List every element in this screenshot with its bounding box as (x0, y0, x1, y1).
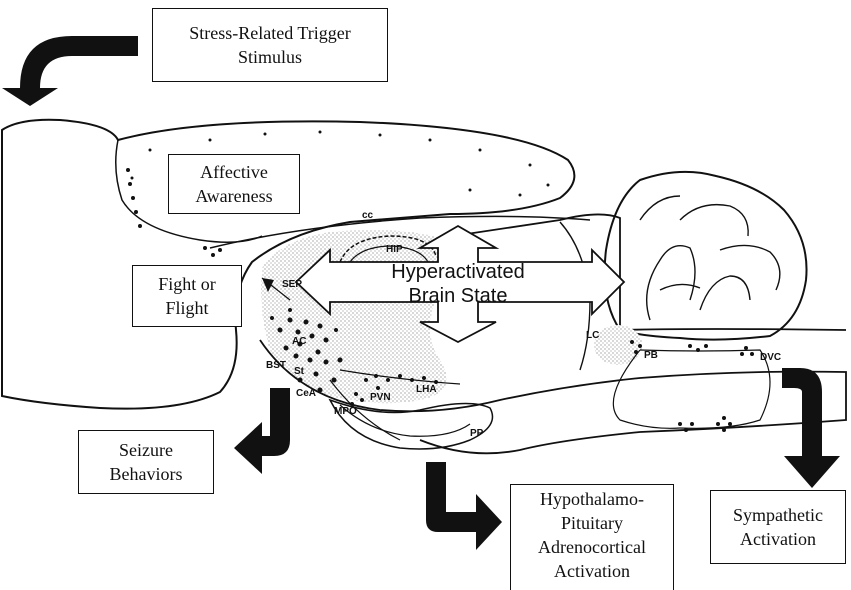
hpa-line-4: Activation (554, 559, 630, 583)
sympathetic-line-1: Sympathetic (733, 503, 823, 527)
label-pvn: PVN (370, 392, 391, 403)
label-sep: SEP (282, 279, 302, 290)
sympathetic-arrow (782, 368, 840, 488)
hpa-line-1: Hypothalamo- (540, 487, 644, 511)
affective-box: Affective Awareness (168, 154, 300, 214)
seizure-line-1: Seizure (119, 438, 173, 462)
fight-line-2: Flight (165, 296, 208, 320)
hpa-arrow (426, 462, 502, 550)
seizure-box: Seizure Behaviors (78, 430, 214, 494)
hyper-line-2: Brain State (409, 285, 508, 307)
label-cc: cc (362, 210, 374, 221)
seizure-line-2: Behaviors (110, 462, 183, 486)
hpa-line-3: Adrenocortical (538, 535, 646, 559)
label-lc: LC (586, 330, 599, 341)
trigger-line-2: Stimulus (238, 45, 302, 69)
seizure-arrow (234, 388, 290, 474)
label-pb: PB (644, 350, 658, 361)
label-st: St (294, 366, 305, 377)
fight-box: Fight or Flight (132, 265, 242, 327)
trigger-line-1: Stress-Related Trigger (189, 21, 351, 45)
trigger-arrow (2, 36, 138, 106)
hpa-line-2: Pituitary (561, 511, 623, 535)
label-hip: HIP (386, 244, 403, 255)
cerebellum-folia (640, 196, 780, 320)
lc-pb-region (594, 325, 642, 365)
trigger-box: Stress-Related Trigger Stimulus (152, 8, 388, 82)
sympathetic-box: Sympathetic Activation (710, 490, 846, 564)
label-dvc: DVC (760, 352, 781, 363)
label-pp: PP (470, 428, 484, 439)
label-bst: BST (266, 360, 286, 371)
label-lha: LHA (416, 384, 437, 395)
hpa-box: Hypothalamo- Pituitary Adrenocortical Ac… (510, 484, 674, 590)
cerebellum (605, 172, 807, 340)
affective-line-1: Affective (200, 160, 268, 184)
label-ac: AC (292, 336, 306, 347)
affective-line-2: Awareness (195, 184, 272, 208)
sympathetic-line-2: Activation (740, 527, 816, 551)
label-mpo: MPO (334, 406, 357, 417)
label-cea: CeA (296, 388, 316, 399)
fight-line-1: Fight or (158, 272, 216, 296)
hyper-line-1: Hyperactivated (391, 261, 524, 283)
